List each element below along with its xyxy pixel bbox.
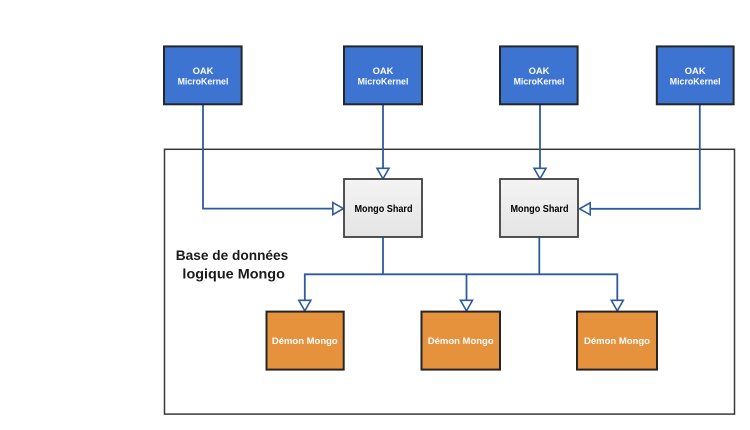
svg-text:MicroKernel: MicroKernel (514, 76, 565, 87)
svg-text:OAK: OAK (529, 65, 550, 76)
svg-text:Mongo Shard: Mongo Shard (511, 204, 569, 215)
svg-text:OAK: OAK (193, 65, 214, 76)
svg-text:MicroKernel: MicroKernel (358, 76, 409, 87)
svg-text:MicroKernel: MicroKernel (178, 76, 229, 87)
svg-text:Mongo Shard: Mongo Shard (355, 204, 413, 215)
svg-text:OAK: OAK (685, 65, 706, 76)
svg-text:MicroKernel: MicroKernel (670, 76, 721, 87)
svg-text:Démon Mongo: Démon Mongo (584, 336, 650, 347)
svg-text:logique Mongo: logique Mongo (182, 266, 285, 281)
svg-text:Démon Mongo: Démon Mongo (272, 336, 338, 347)
svg-text:OAK: OAK (373, 65, 394, 76)
svg-text:Base de données: Base de données (176, 248, 289, 263)
svg-text:Démon Mongo: Démon Mongo (428, 336, 494, 347)
